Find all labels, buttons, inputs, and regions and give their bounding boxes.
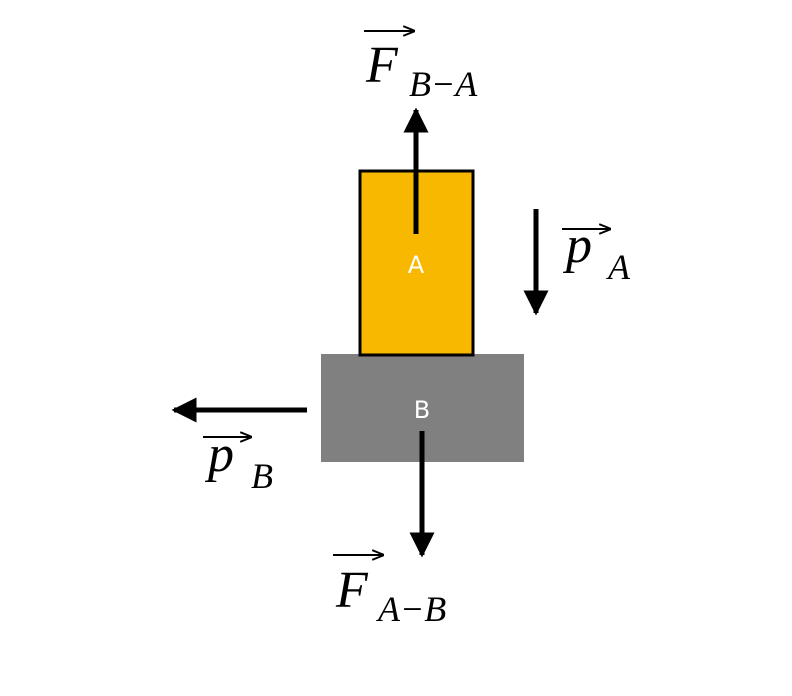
force-b-on-a-label: F B−A	[364, 31, 478, 104]
momentum-b-subscript: B	[251, 456, 273, 496]
force-a-on-b-symbol: F	[335, 562, 369, 619]
momentum-a-symbol: p	[562, 217, 592, 274]
momentum-a-label: p A	[562, 217, 631, 287]
force-a-on-b-label: F A−B	[333, 555, 446, 629]
block-a-label: A	[408, 251, 425, 279]
force-b-on-a-subscript: B−A	[409, 64, 478, 104]
momentum-b-label: p B	[203, 426, 273, 496]
block-b-label: B	[414, 396, 430, 424]
force-b-on-a-symbol: F	[365, 37, 399, 94]
momentum-b-symbol: p	[204, 426, 234, 483]
momentum-a-subscript: A	[606, 247, 631, 287]
force-a-on-b-subscript: A−B	[376, 589, 446, 629]
